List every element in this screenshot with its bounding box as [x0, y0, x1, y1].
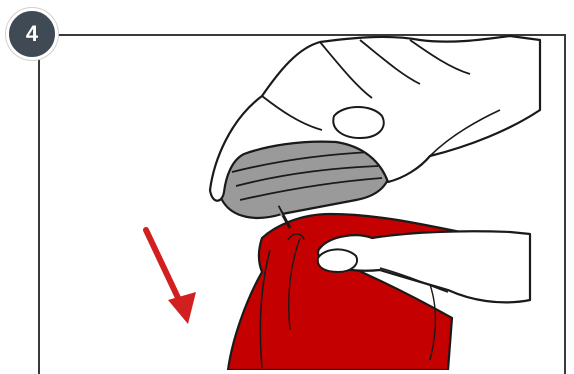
arrow-icon [146, 230, 196, 324]
step-number: 4 [26, 23, 38, 45]
step-number-badge: 4 [6, 8, 58, 60]
